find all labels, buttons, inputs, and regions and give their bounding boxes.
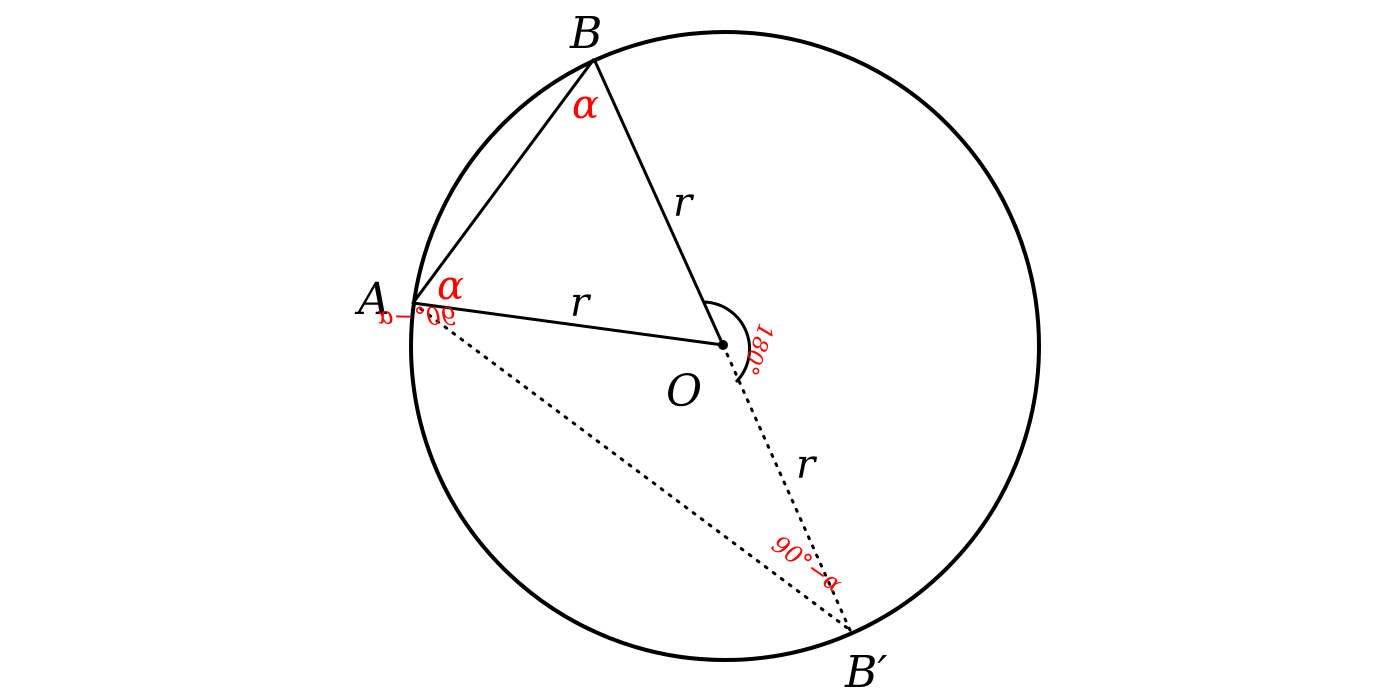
- point-label-O: O: [666, 366, 702, 417]
- segment-AB-prime: [411, 301, 852, 632]
- segment-BO: [592, 58, 725, 346]
- angle-label-B: α: [572, 82, 599, 128]
- point-label-B: B: [569, 8, 602, 59]
- center-point-O: [718, 340, 728, 350]
- radius-label-OB: r: [673, 180, 695, 226]
- radius-label-OA: r: [570, 280, 592, 326]
- segment-OB-prime: [721, 343, 852, 632]
- angle-arc-180: [703, 300, 752, 384]
- angle-label-A: α: [437, 263, 464, 309]
- point-label-A: A: [354, 274, 390, 325]
- segment-AO: [412, 301, 724, 347]
- angle-label-B-prime: 90°−α: [767, 530, 848, 598]
- point-label-B-prime: B′: [844, 647, 887, 697]
- angle-label-O-180: 180°: [736, 320, 778, 378]
- radius-label-OB-prime: r: [796, 442, 818, 488]
- angle-label-A-dotted: 90°−α: [377, 302, 456, 331]
- circumcircle: [409, 30, 1041, 662]
- segment-AB: [411, 58, 596, 304]
